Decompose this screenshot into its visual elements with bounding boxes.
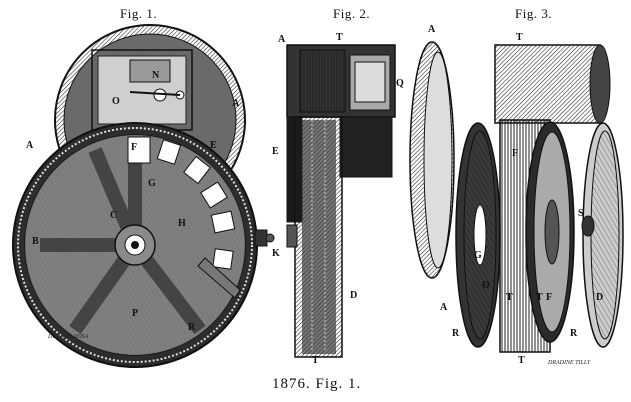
fig2-part-t-top: T xyxy=(336,32,343,43)
fig1-part-p: P xyxy=(132,308,139,319)
fig1-part-e: E xyxy=(210,140,217,151)
engraver-signature-right: DRADINE TILLY xyxy=(548,360,591,366)
fig2-part-t-bottom: T xyxy=(312,355,319,366)
fig2-side-section xyxy=(286,44,396,358)
plate-caption: 1876. Fig. 1. xyxy=(272,376,362,392)
fig1-part-h: H xyxy=(178,218,186,229)
fig3-exploded-view xyxy=(409,41,624,353)
fig3-part-t-mid-left: T xyxy=(506,292,513,303)
figure-2-label: Fig. 2. xyxy=(333,6,371,21)
fig3-part-a-top: A xyxy=(428,24,436,35)
engraver-signature-left: DURAND VOSA xyxy=(48,334,89,340)
fig3-part-g: G xyxy=(474,250,482,261)
fig3-part-f-top: F xyxy=(512,148,519,159)
fig3-part-f-bottom: F xyxy=(546,292,553,303)
fig3-part-s: S xyxy=(578,208,584,219)
fig3-part-t-top: T xyxy=(516,32,523,43)
fig3-part-a-bottom: A xyxy=(440,302,448,313)
fig3-part-t-bottom: T xyxy=(518,355,525,366)
fig2-part-q: Q xyxy=(396,78,404,89)
fig1-part-r: R xyxy=(188,322,196,333)
fig1-part-f: F xyxy=(131,142,138,153)
fig2-part-e: E xyxy=(272,146,279,157)
fig1-part-o: O xyxy=(112,96,120,107)
fig3-part-o: O xyxy=(482,280,490,291)
fig3-part-r-right: R xyxy=(570,328,578,339)
fig3-part-r-left: R xyxy=(452,328,460,339)
figure-1-label: Fig. 1. xyxy=(120,6,158,21)
fig2-part-a: A xyxy=(278,34,286,45)
fig1-part-g: G xyxy=(148,178,156,189)
fig3-part-d: D xyxy=(596,292,604,303)
fig1-part-a-left: A xyxy=(26,140,34,151)
fig1-part-k: K xyxy=(272,248,280,259)
fig3-part-t-mid-right: T xyxy=(536,292,543,303)
fig1-part-b: B xyxy=(32,236,39,247)
fig1-part-c: C xyxy=(110,210,118,221)
fig1-part-n: N xyxy=(152,70,160,81)
figure-3-label: Fig. 3. xyxy=(515,6,553,21)
fig1-part-a-right: A xyxy=(232,98,240,109)
fig1-clock-mechanism xyxy=(12,24,275,368)
fig2-part-d: D xyxy=(350,290,358,301)
